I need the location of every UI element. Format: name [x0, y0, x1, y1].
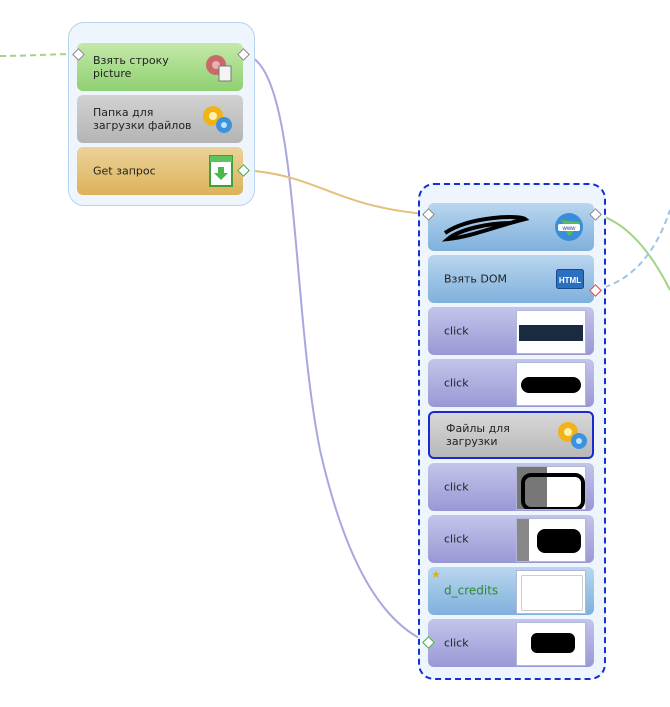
gears-icon: [558, 422, 587, 449]
screenshot-thumbnail: [516, 570, 586, 614]
node-click[interactable]: click: [428, 619, 594, 667]
node-take-dom[interactable]: Взять DOM HTML: [428, 255, 594, 303]
html-icon: HTML: [556, 269, 584, 289]
gear-document-icon: [206, 55, 232, 82]
www-globe-icon: www: [555, 213, 583, 241]
screenshot-thumbnail: [516, 466, 586, 510]
svg-text:HTML: HTML: [559, 276, 581, 285]
wire-purple: [242, 53, 426, 642]
node-group-2-selected: www Взять DOM HTML click click Файлы для…: [418, 183, 606, 680]
node-label: click: [444, 636, 469, 650]
node-click[interactable]: click: [428, 515, 594, 563]
node-take-string-picture[interactable]: Взять строку picture: [77, 43, 243, 91]
wire-green-out: [594, 213, 670, 291]
node-group-1: Взять строку picture Папка для загрузки …: [68, 22, 255, 206]
node-label: Файлы для загрузки: [446, 422, 510, 448]
node-upload-files[interactable]: Файлы для загрузки: [428, 411, 594, 459]
scribble-redaction: [441, 215, 530, 242]
node-d-credits[interactable]: ★ d_credits: [428, 567, 594, 615]
node-label: d_credits: [444, 583, 499, 598]
star-icon: ★: [431, 568, 441, 581]
node-label: Взять DOM: [444, 272, 508, 286]
node-label: Get запрос: [93, 164, 156, 178]
screenshot-thumbnail: [516, 622, 586, 666]
screenshot-thumbnail: [516, 310, 586, 354]
wire-gold: [242, 169, 426, 215]
node-click[interactable]: click: [428, 307, 594, 355]
screenshot-thumbnail: [516, 362, 586, 406]
node-click[interactable]: click: [428, 359, 594, 407]
node-label: click: [444, 324, 469, 338]
node-upload-folder[interactable]: Папка для загрузки файлов: [77, 95, 243, 143]
node-get-request[interactable]: Get запрос: [77, 147, 243, 195]
node-label: click: [444, 376, 469, 390]
gears-icon: [203, 106, 232, 133]
screenshot-thumbnail: [516, 518, 586, 562]
svg-text:www: www: [562, 226, 577, 232]
node-open-url[interactable]: www: [428, 203, 594, 251]
node-label: click: [444, 532, 469, 546]
node-label: click: [444, 480, 469, 494]
wire-blue-dashed: [594, 209, 670, 291]
node-click[interactable]: click: [428, 463, 594, 511]
node-label: Папка для загрузки файлов: [93, 106, 192, 132]
download-icon: [209, 155, 233, 187]
wire-incoming-green: [0, 53, 77, 57]
node-label: Взять строку picture: [93, 54, 169, 80]
